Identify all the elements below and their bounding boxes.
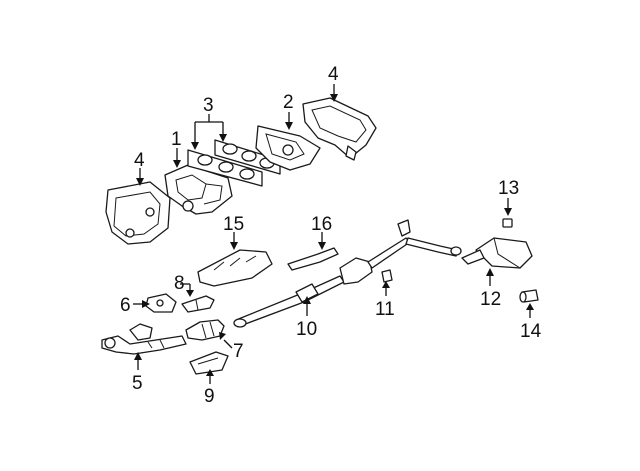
floor-heat-shield-center xyxy=(287,247,339,271)
callout-number-16: 16 xyxy=(311,214,332,235)
callout-number-10: 10 xyxy=(296,319,317,340)
exhaust-manifold-gasket-left xyxy=(187,149,263,187)
callout-number-2: 2 xyxy=(283,92,294,113)
callout-7-leader xyxy=(219,332,233,349)
callout-9-leader xyxy=(206,369,214,384)
callout-number-6: 6 xyxy=(120,295,131,316)
callout-15-leader xyxy=(230,232,238,250)
exhaust-manifold-left xyxy=(164,164,233,215)
callout-number-4-right: 4 xyxy=(328,64,339,85)
callout-number-14: 14 xyxy=(520,321,542,342)
callout-number-15: 15 xyxy=(223,214,244,235)
floor-heat-shield-front xyxy=(197,249,273,287)
exhaust-hanger xyxy=(381,269,393,283)
callout-4-right-leader xyxy=(330,84,338,102)
catalytic-converter xyxy=(185,319,225,341)
callout-5-leader xyxy=(134,352,142,370)
callout-number-9: 9 xyxy=(204,386,215,407)
exhaust-manifold-right xyxy=(255,125,321,171)
callout-2-leader xyxy=(285,112,293,130)
callout-4-left-leader xyxy=(136,168,144,186)
catalytic-converter-heat-shield xyxy=(189,351,229,375)
exhaust-manifold-heat-shield-left xyxy=(105,181,171,245)
callout-number-12: 12 xyxy=(480,289,501,310)
callout-10-leader xyxy=(303,296,311,316)
callout-1-leader xyxy=(173,148,181,168)
callout-number-7: 7 xyxy=(233,341,244,362)
tail-pipe-tip xyxy=(519,289,539,303)
callout-number-11: 11 xyxy=(375,299,395,320)
front-exhaust-pipe xyxy=(101,323,187,355)
exhaust-clip xyxy=(502,218,513,228)
callout-number-4-left: 4 xyxy=(134,150,145,171)
muffler xyxy=(461,237,533,269)
exhaust-bracket xyxy=(145,293,177,313)
callout-3-leader xyxy=(191,114,227,150)
callout-13-leader xyxy=(504,198,512,216)
center-exhaust-pipe xyxy=(233,219,462,328)
oxygen-sensor xyxy=(181,295,215,313)
callout-11-leader xyxy=(382,281,390,296)
callout-number-5: 5 xyxy=(132,373,143,394)
callout-number-1: 1 xyxy=(171,129,182,150)
callout-16-leader xyxy=(318,232,326,250)
callout-number-13: 13 xyxy=(498,178,519,199)
callout-number-3: 3 xyxy=(203,95,214,116)
callout-8-leader xyxy=(180,283,194,297)
callout-6-leader xyxy=(133,300,150,308)
callout-14-leader xyxy=(526,303,534,318)
callout-12-leader xyxy=(486,268,494,286)
exhaust-manifold-heat-shield-right xyxy=(302,97,377,161)
callout-number-8: 8 xyxy=(174,273,185,294)
